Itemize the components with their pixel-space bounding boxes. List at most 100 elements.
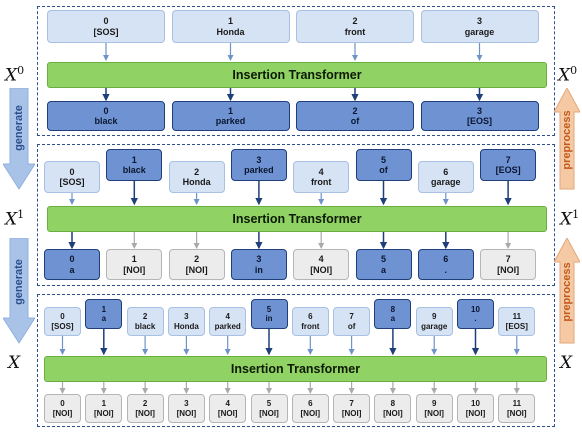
token-text: Honda — [216, 26, 245, 37]
token-index: 2 — [352, 16, 358, 27]
stage-2-output-token: 6. — [417, 249, 474, 280]
token-text: [NOI] — [217, 408, 238, 418]
token-index: 0 — [69, 166, 75, 177]
token-index: 0 — [69, 254, 75, 265]
token-index: 3 — [256, 154, 262, 165]
token-index: 7 — [505, 154, 511, 165]
token-text: garage — [421, 321, 448, 331]
token-text: a — [101, 314, 107, 323]
token-index: 1 — [227, 105, 233, 116]
stage-3-output-token: 10[NOI] — [457, 394, 494, 423]
token-index: 4 — [225, 399, 230, 409]
stage-2-output-token: 2[NOI] — [168, 249, 225, 280]
token-text: . — [474, 314, 477, 323]
generate-label-1: generate — [13, 105, 25, 151]
stage-1-output-token: 3[EOS] — [420, 101, 539, 131]
token-index: 3 — [184, 399, 189, 409]
stage-1-transformer: Insertion Transformer — [47, 62, 547, 88]
stage-2-output-token: 7[NOI] — [480, 249, 537, 280]
stage-3-output-token: 0[NOI] — [44, 394, 81, 423]
token-text: black — [134, 321, 156, 331]
token-index: 6 — [443, 254, 449, 265]
token-text: in — [265, 314, 273, 323]
stage-2-output-token: 4[NOI] — [293, 249, 350, 280]
stage-3-transformer: Insertion Transformer — [44, 356, 547, 382]
token-index: 2 — [142, 399, 148, 409]
token-index: 11 — [512, 399, 522, 409]
stage-3-output-token: 5[NOI] — [250, 394, 288, 423]
generate-arrow-1 — [3, 88, 35, 190]
token-text: black — [122, 165, 146, 175]
token-index: 7 — [349, 312, 354, 322]
token-index: 1 — [131, 254, 137, 265]
stage-2-frame — [37, 144, 555, 286]
token-index: 6 — [443, 166, 449, 177]
token-index: 3 — [256, 254, 262, 265]
generate-arrow-2 — [3, 238, 35, 344]
token-text: [NOI] — [465, 408, 486, 418]
stage-3-input-token: 10. — [457, 299, 494, 329]
token-index: 1 — [227, 16, 233, 27]
token-index: 0 — [103, 105, 109, 116]
stage-3-output-token: 11[NOI] — [498, 394, 536, 423]
token-index: 5 — [266, 304, 272, 314]
token-index: 5 — [380, 254, 386, 265]
stage-2-input-token: 0[SOS] — [44, 161, 100, 193]
token-index: 3 — [476, 16, 482, 27]
stage-3-output-token: 8[NOI] — [374, 394, 412, 423]
token-text: [NOI] — [383, 408, 403, 418]
token-text: a — [380, 264, 386, 275]
token-text: [NOI] — [259, 408, 279, 418]
token-text: [NOI] — [176, 408, 197, 418]
token-index: 8 — [390, 399, 396, 409]
token-index: 1 — [101, 304, 107, 314]
stage-3-frame — [37, 294, 555, 427]
token-text: [NOI] — [135, 408, 155, 418]
token-text: [NOI] — [123, 264, 146, 275]
token-text: front — [344, 26, 366, 37]
generate-label-2: generate — [13, 259, 25, 305]
stage-1-input-token: 0[SOS] — [47, 10, 165, 43]
token-index: 3 — [476, 105, 482, 116]
token-text: black — [94, 116, 118, 126]
token-index: 2 — [142, 312, 148, 322]
token-text: [NOI] — [300, 408, 321, 418]
token-index: 0 — [103, 16, 109, 27]
token-text: parked — [215, 116, 246, 126]
stage-3-input-token: 0[SOS] — [44, 307, 81, 336]
token-index: 1 — [131, 154, 137, 165]
stage-3-output-token: 9[NOI] — [415, 394, 453, 423]
token-text: . — [444, 264, 448, 275]
token-index: 4 — [225, 312, 230, 322]
token-index: 7 — [505, 254, 511, 265]
token-index: 5 — [380, 154, 386, 165]
token-text: [EOS] — [495, 165, 521, 175]
stage-3-output-token: 3[NOI] — [167, 394, 205, 423]
token-index: 2 — [194, 254, 200, 265]
token-text: garage — [431, 177, 461, 187]
stage-1-left-label: X0 — [5, 64, 25, 86]
token-text: [SOS] — [59, 177, 85, 187]
token-text: in — [254, 264, 263, 275]
token-index: 2 — [352, 105, 358, 116]
stage-2-left-label: X1 — [5, 208, 25, 230]
token-text: of — [350, 116, 360, 126]
token-index: 4 — [318, 254, 324, 265]
token-index: 0 — [60, 399, 65, 409]
